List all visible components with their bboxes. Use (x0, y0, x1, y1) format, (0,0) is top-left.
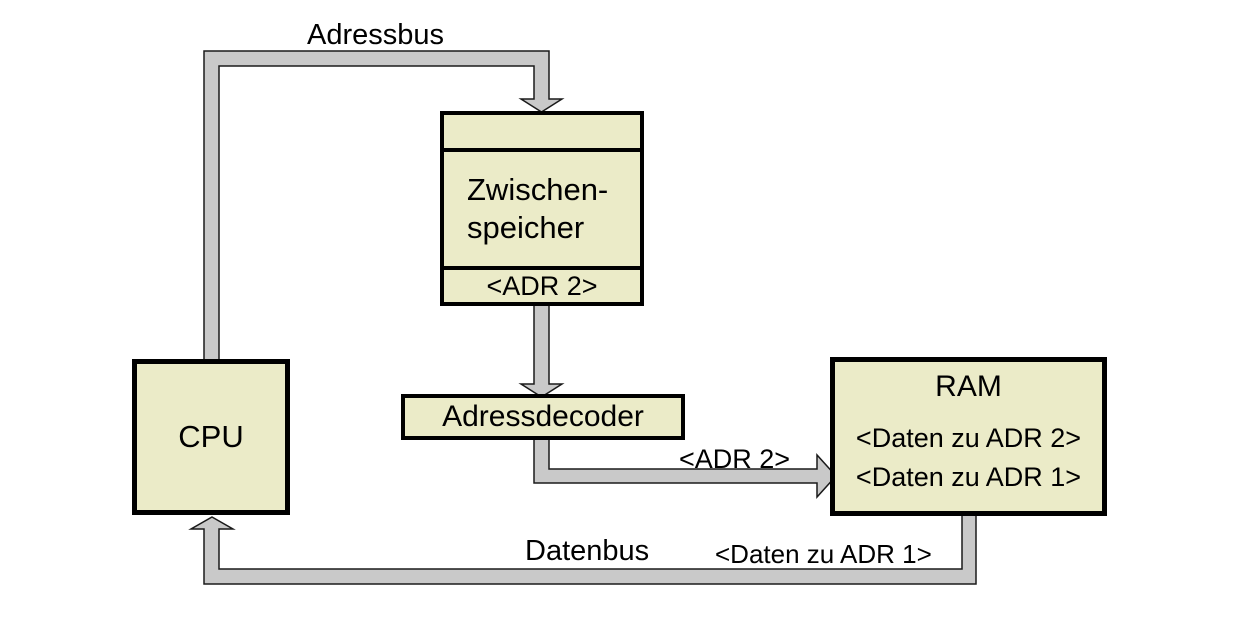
ram-content-line2: <Daten zu ADR 1> (855, 462, 1082, 492)
ram-content-line1: <Daten zu ADR 2> (855, 423, 1082, 453)
adr2-bus-annotation: <ADR 2> (679, 444, 791, 474)
zwischenspeicher-label-line1: Zwischen- (467, 172, 609, 207)
cpu-label: CPU (178, 419, 244, 454)
zwischenspeicher-adr-value: <ADR 2> (486, 270, 598, 301)
adressdecoder-label: Adressdecoder (442, 400, 644, 433)
adressdecoder-to-ram-arrow (533, 438, 838, 499)
zwischenspeicher-empty-slot (444, 115, 640, 152)
adressbus-bus (203, 50, 565, 361)
adressdecoder-box: Adressdecoder (401, 394, 685, 440)
zwischenspeicher-label-line2: speicher (467, 210, 585, 245)
zwischenspeicher-label: Zwischen- speicher (444, 152, 640, 266)
ram-title: RAM (935, 370, 1002, 403)
zwischenspeicher-box: Zwischen- speicher <ADR 2> (440, 111, 644, 306)
adressbus-label: Adressbus (307, 19, 445, 51)
datenbus-label: Datenbus (525, 535, 650, 567)
zwischenspeicher-adr-slot: <ADR 2> (444, 266, 640, 302)
ram-box: RAM <Daten zu ADR 2> <Daten zu ADR 1> (830, 357, 1107, 516)
cpu-box: CPU (132, 359, 290, 515)
daten-zu-adr1-bus-annotation: <Daten zu ADR 1> (715, 539, 932, 569)
zwischenspeicher-to-adressdecoder-arrow (518, 303, 565, 398)
